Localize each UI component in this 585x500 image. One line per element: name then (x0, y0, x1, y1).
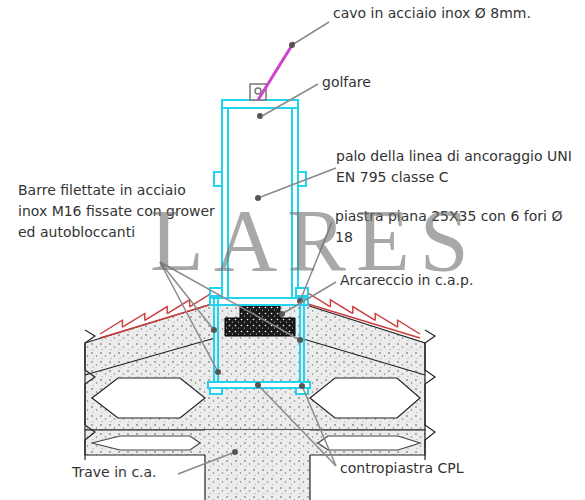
counterplate-label: contropiastra CPL (340, 458, 560, 479)
eyebolt (255, 88, 261, 94)
leader-lines (178, 452, 235, 474)
anchor-post (208, 382, 310, 388)
beam-label: Trave in c.a. (72, 462, 222, 483)
anchor-post (222, 107, 298, 109)
leader-lines (299, 383, 305, 389)
tile-batten (308, 304, 420, 338)
leader-lines (279, 311, 285, 317)
leader-lines (292, 22, 329, 45)
leader-lines (215, 369, 221, 375)
anchor-post (214, 172, 222, 186)
break-lines (425, 330, 435, 460)
leader-lines (211, 327, 217, 333)
leader-lines (262, 84, 318, 116)
anchor-post (210, 388, 222, 394)
watermark: LARES (150, 196, 479, 286)
leader-lines (297, 337, 303, 343)
tile-batten (100, 304, 212, 338)
concrete-slab (85, 338, 215, 375)
anchor-post (303, 288, 305, 390)
cable-label: cavo in acciaio inox Ø 8mm. (333, 3, 573, 24)
concrete-slab (318, 436, 420, 450)
roof-tiles (100, 293, 420, 338)
concrete-slab (85, 303, 425, 430)
leader-lines (255, 382, 261, 388)
leader-lines (258, 385, 336, 466)
steel-cable (258, 42, 294, 100)
concrete-slab (204, 455, 205, 500)
concrete-slab (300, 338, 425, 375)
concrete-slab (92, 378, 205, 418)
break-lines (85, 330, 435, 460)
anchor-post (298, 172, 306, 186)
concrete-slab (310, 378, 420, 418)
eyebolt-label: golfare (322, 72, 442, 93)
concrete-slab (205, 430, 310, 500)
anchor-post (210, 298, 308, 305)
post-label: palo della linea di ancoraggio UNI EN 79… (336, 146, 580, 188)
leader-lines (289, 42, 295, 48)
concrete-slab (309, 455, 310, 500)
anchor-post (213, 288, 215, 390)
leader-lines (232, 449, 238, 455)
concrete-slab (92, 436, 200, 450)
leader-lines (258, 168, 336, 198)
leader-lines (302, 386, 336, 466)
break-lines (85, 330, 95, 460)
leader-lines (282, 282, 336, 314)
